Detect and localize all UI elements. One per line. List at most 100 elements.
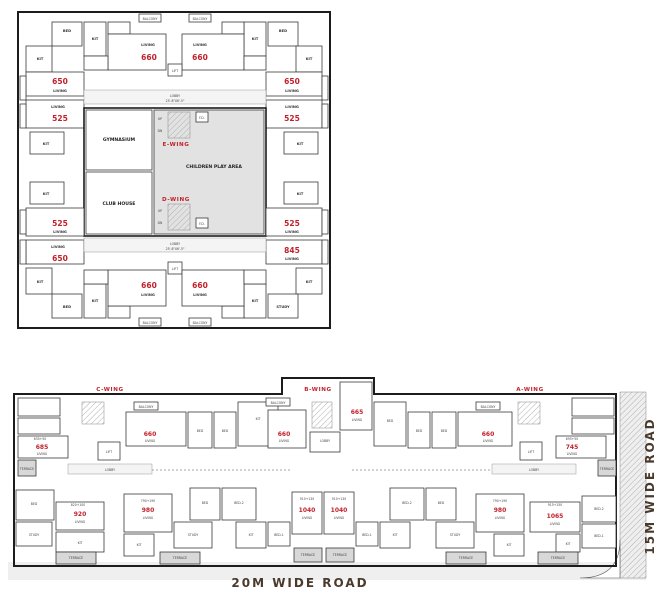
- room-label: KIT: [43, 192, 50, 196]
- lower-bottom-row: BED STUDY 820+100 920 LIVING KIT TERRACE…: [15, 487, 617, 565]
- terrace-label: TERRACE: [599, 467, 614, 471]
- room-label: KIT: [297, 142, 304, 146]
- sub-area: 910+130: [300, 497, 314, 501]
- lift-label: LIFT: [172, 69, 178, 73]
- sub-area: 635+50: [34, 437, 46, 441]
- unit-area: 685: [36, 444, 49, 451]
- room-label: LIVING: [285, 105, 299, 109]
- room-label: BED-1: [362, 533, 372, 537]
- room-label: KIT: [393, 533, 398, 537]
- room-label: LIVING: [141, 43, 155, 47]
- room-label: KIT: [252, 299, 259, 303]
- room-label: LIVING: [51, 105, 65, 109]
- sub-area: 695+50: [566, 437, 578, 441]
- room-label: LIVING: [279, 439, 290, 443]
- sub-area: 910+130: [332, 497, 346, 501]
- room-label: KIT: [256, 417, 261, 421]
- lower-outline: [13, 377, 617, 567]
- room-label: LIVING: [53, 89, 67, 93]
- lobby-dim: 25'-8"X6'-5": [166, 247, 185, 251]
- room-label: LIVING: [334, 516, 345, 520]
- club-house-label: CLUB HOUSE: [103, 201, 136, 207]
- room-label: LIVING: [145, 439, 156, 443]
- room-label: KIT: [43, 142, 50, 146]
- room-label: BED-2: [594, 507, 604, 511]
- balcony-label: BALCONY: [271, 401, 286, 405]
- unit-right-upper: KIT 650 LIVING LIVING 525 KIT: [265, 45, 329, 155]
- room-label: LIVING: [550, 522, 561, 526]
- unit-area: 660: [192, 53, 208, 62]
- lower-plan: C-WING B-WING A-WING TERRACE 635+50 685 …: [8, 377, 647, 580]
- room-label: BED: [63, 305, 71, 309]
- terrace-label: TERRACE: [19, 467, 34, 471]
- room-label: STUDY: [276, 305, 290, 309]
- room-label: BED: [31, 502, 38, 506]
- room-label: BED: [387, 419, 394, 423]
- room-label: LIVING: [495, 516, 506, 520]
- room-label: LIVING: [285, 230, 299, 234]
- room-label: KIT: [249, 533, 254, 537]
- unit-area: 525: [284, 114, 300, 123]
- room-label: LIVING: [37, 452, 48, 456]
- unit-bottom-right: STUDY KIT 660 LIVING BALCONY: [181, 269, 299, 327]
- wing-label-c: C-WING: [96, 387, 123, 393]
- stair-up: UP: [158, 117, 162, 121]
- fire-duct: F.D.: [199, 222, 205, 226]
- unit-area: 525: [284, 219, 300, 228]
- terrace-label: TERRACE: [172, 556, 187, 560]
- room-label: BED-2: [234, 501, 244, 505]
- room-label: LIVING: [567, 452, 578, 456]
- road-label-right: 15M WIDE ROAD: [643, 417, 657, 554]
- unit-area: 1040: [331, 507, 348, 514]
- room-label: KIT: [78, 541, 83, 545]
- road-label-bottom: 20M WIDE ROAD: [231, 576, 368, 590]
- room-label: STUDY: [29, 533, 39, 537]
- balcony-label: BALCONY: [193, 17, 208, 21]
- room-label: KIT: [306, 280, 313, 284]
- room-label: LIVING: [302, 516, 313, 520]
- sub-area: 820+100: [71, 503, 85, 507]
- unit-area: 980: [494, 507, 507, 514]
- terrace-label: TERRACE: [458, 556, 473, 560]
- room-label: BED: [279, 29, 287, 33]
- unit-area: 525: [52, 114, 68, 123]
- room-label: LIVING: [53, 230, 67, 234]
- room-label: KIT: [297, 192, 304, 196]
- room-label: BED-1: [594, 534, 604, 538]
- room-label: KIT: [566, 542, 571, 546]
- unit-top-left: BED KIT LIVING BALCONY 660: [51, 13, 167, 71]
- unit-area: 660: [278, 431, 291, 438]
- upper-plan: BED KIT LIVING BALCONY 660 BED KIT LIVIN…: [17, 11, 331, 329]
- room-label: LIVING: [51, 245, 65, 249]
- play-area-label: CHILDREN PLAY AREA: [186, 164, 242, 170]
- lift-label: LIFT: [172, 267, 178, 271]
- room-label: KIT: [252, 37, 259, 41]
- room-label: KIT: [37, 280, 44, 284]
- room-label: KIT: [137, 543, 142, 547]
- room-label: KIT: [507, 543, 512, 547]
- stair-up: UP: [158, 209, 162, 213]
- wing-label-d: D-WING: [162, 197, 190, 203]
- lobby-label: LOBBY: [320, 439, 330, 443]
- unit-area: 650: [52, 77, 68, 86]
- wing-label-b: B-WING: [304, 387, 331, 393]
- unit-area: 1065: [547, 513, 564, 520]
- unit-area: 650: [284, 77, 300, 86]
- room-label: BED: [222, 429, 229, 433]
- room-label: BED: [197, 429, 204, 433]
- lobby-label: LOBBY: [170, 242, 180, 246]
- balcony-label: BALCONY: [143, 17, 158, 21]
- terrace-label: TERRACE: [68, 556, 83, 560]
- room-label: LIVING: [352, 418, 363, 422]
- unit-area: 980: [142, 507, 155, 514]
- lift-label: LIFT: [528, 450, 534, 454]
- stair-dn: DN: [158, 129, 163, 133]
- unit-left-upper: KIT 650 LIVING LIVING 525 KIT: [19, 45, 85, 155]
- room-label: BED: [202, 501, 209, 505]
- terrace-label: TERRACE: [300, 553, 315, 557]
- terrace-label: TERRACE: [332, 553, 347, 557]
- unit-area: 845: [284, 246, 300, 255]
- unit-left-lower: KIT 525 LIVING LIVING 650 KIT: [19, 181, 85, 295]
- room-label: BED-2: [402, 501, 412, 505]
- unit-area: 660: [141, 281, 157, 290]
